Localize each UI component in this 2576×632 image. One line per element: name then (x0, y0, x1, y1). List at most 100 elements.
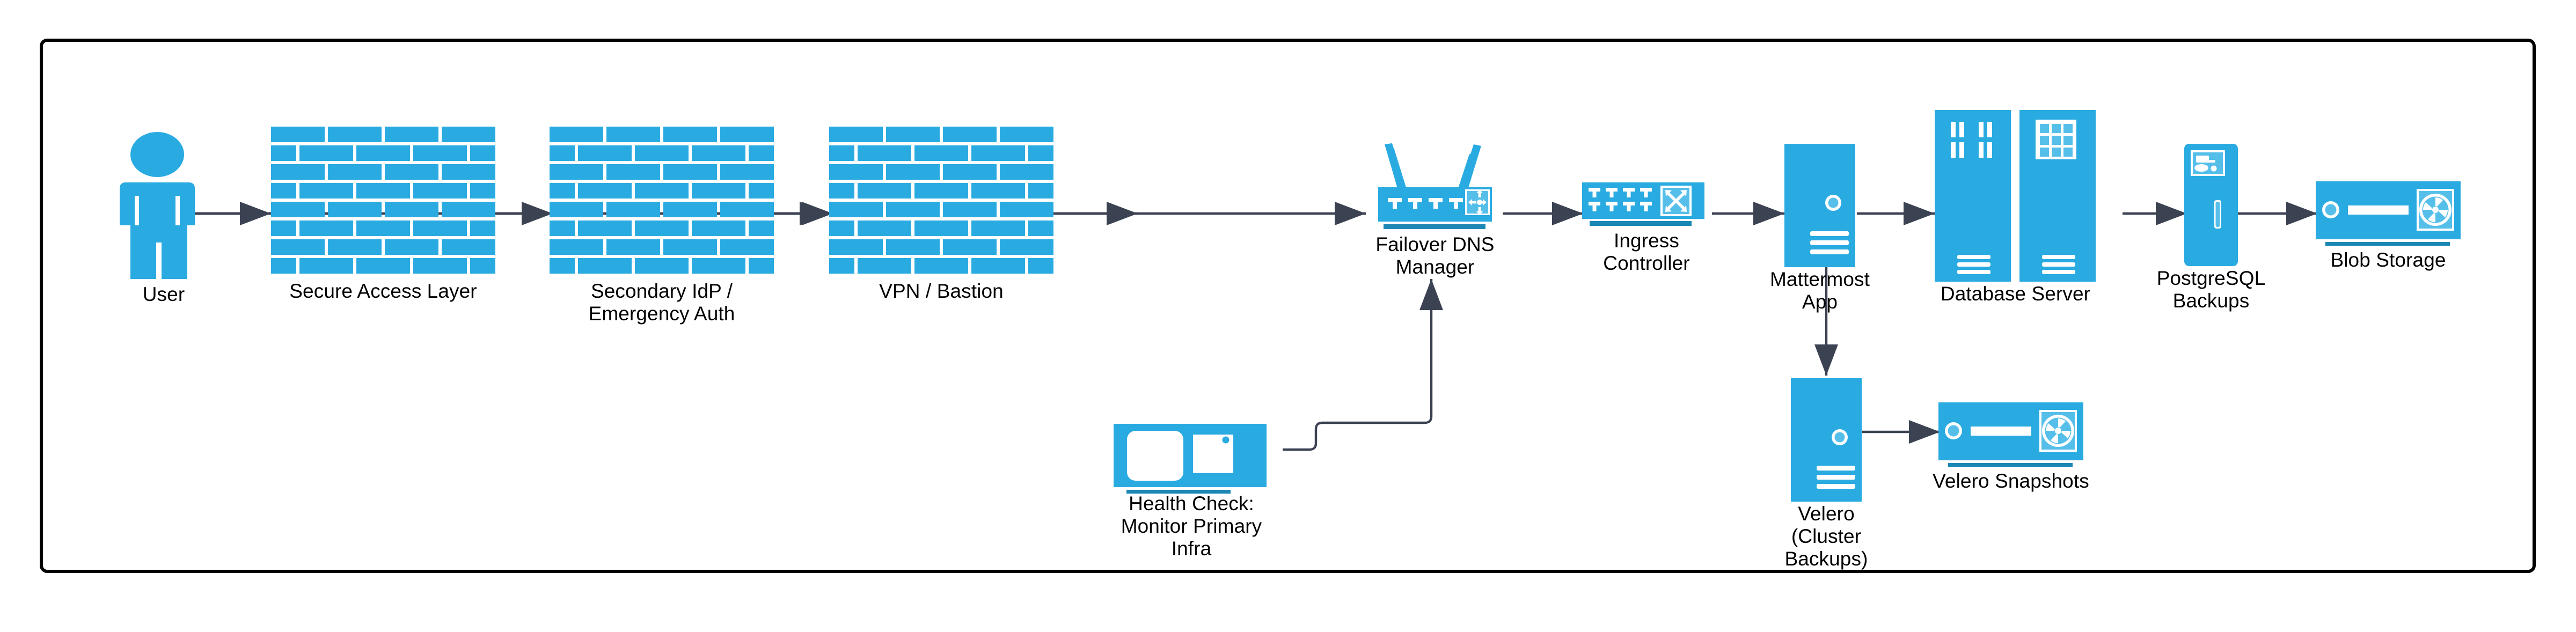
node-velero-snapshots[interactable]: Velero Snapshots (1933, 402, 2089, 492)
brick (829, 221, 854, 236)
brick (1000, 164, 1053, 180)
brick (550, 221, 575, 236)
node-user[interactable]: User (115, 129, 212, 305)
brick (385, 239, 438, 255)
node-ingress-controller-label: Ingress Controller (1603, 230, 1690, 274)
brick (550, 258, 575, 274)
brick (413, 221, 467, 236)
brick (914, 221, 968, 236)
user-icon (120, 132, 195, 279)
brick (663, 164, 717, 180)
brick (385, 127, 438, 142)
brick (328, 127, 382, 142)
node-mattermost-app-label: Mattermost App (1769, 268, 1870, 313)
node-health-check[interactable]: Health Check: Monitor Primary Infra (1114, 424, 1269, 560)
brick-row (829, 239, 1053, 255)
node-failover-dns-manager[interactable]: Failover DNS Manager (1363, 142, 1507, 278)
brick (635, 221, 689, 236)
brick (749, 183, 774, 199)
brick (971, 258, 1025, 274)
brick (1028, 145, 1053, 161)
brick (578, 183, 632, 199)
brick (749, 145, 774, 161)
storage-icon (1938, 402, 2083, 468)
node-ingress-controller[interactable]: Ingress Controller (1582, 182, 1711, 274)
node-velero[interactable]: Velero (Cluster Backups) (1784, 378, 1868, 570)
brick (299, 183, 353, 199)
brick (271, 183, 296, 199)
brick (886, 164, 940, 180)
monitors-icon (1114, 424, 1267, 494)
brick (829, 183, 854, 199)
node-database-server-label: Database Server (1940, 283, 2091, 305)
brick (550, 202, 603, 217)
node-blob-storage[interactable]: Blob Storage (2316, 181, 2461, 271)
node-velero-label: Velero (Cluster Backups) (1784, 503, 1868, 570)
server-icon (1784, 144, 1855, 267)
brick (943, 127, 997, 142)
brick (413, 183, 467, 199)
brick (829, 239, 883, 255)
brick (858, 145, 911, 161)
node-health-check-label: Health Check: Monitor Primary Infra (1121, 493, 1262, 560)
brick (606, 127, 660, 142)
brick (943, 164, 997, 180)
brick (550, 239, 603, 255)
brick (635, 258, 689, 274)
brick-row (271, 164, 495, 180)
node-database-server[interactable]: Database Server (1935, 110, 2123, 305)
brick (720, 202, 774, 217)
brick (606, 202, 660, 217)
brick (578, 145, 632, 161)
brick (720, 164, 774, 180)
brick-row (829, 221, 1053, 236)
node-failover-dns-manager-label: Failover DNS Manager (1375, 233, 1495, 278)
node-postgresql-backups[interactable]: PostgreSQL Backups (2157, 144, 2265, 312)
brick-row (550, 145, 774, 161)
brick-row (550, 202, 774, 217)
brick (749, 258, 774, 274)
brick (328, 239, 382, 255)
brick-row (829, 183, 1053, 199)
brick-row (829, 202, 1053, 217)
brick (550, 127, 603, 142)
brick (692, 221, 745, 236)
brick-row (550, 239, 774, 255)
brick (886, 202, 940, 217)
brick (271, 202, 325, 217)
brick-row (550, 221, 774, 236)
brick (271, 239, 325, 255)
server-icon (1791, 378, 1862, 502)
brick (271, 127, 325, 142)
brick-row (271, 221, 495, 236)
node-secondary-idp[interactable]: Secondary IdP / Emergency Auth (550, 127, 774, 325)
brick-row (271, 183, 495, 199)
brick (692, 183, 745, 199)
node-vpn-bastion[interactable]: VPN / Bastion (829, 127, 1053, 302)
brick (606, 164, 660, 180)
brick (858, 221, 911, 236)
brick (971, 221, 1025, 236)
brick (299, 221, 353, 236)
brick (578, 221, 632, 236)
brick (328, 202, 382, 217)
brick-row (550, 127, 774, 142)
brick (470, 183, 495, 199)
brick (550, 145, 575, 161)
brick (971, 145, 1025, 161)
node-secure-access-layer[interactable]: Secure Access Layer (271, 127, 495, 302)
brick (635, 145, 689, 161)
node-secondary-idp-label: Secondary IdP / Emergency Auth (588, 280, 735, 325)
brick (692, 258, 745, 274)
brick (442, 127, 495, 142)
brick (385, 164, 438, 180)
brick (356, 145, 410, 161)
brick (606, 239, 660, 255)
node-postgresql-backups-label: PostgreSQL Backups (2156, 267, 2266, 312)
brick (550, 183, 575, 199)
brick (299, 145, 353, 161)
node-mattermost-app[interactable]: Mattermost App (1770, 144, 1870, 313)
storage-icon (2316, 181, 2461, 247)
router-icon (1378, 143, 1492, 229)
